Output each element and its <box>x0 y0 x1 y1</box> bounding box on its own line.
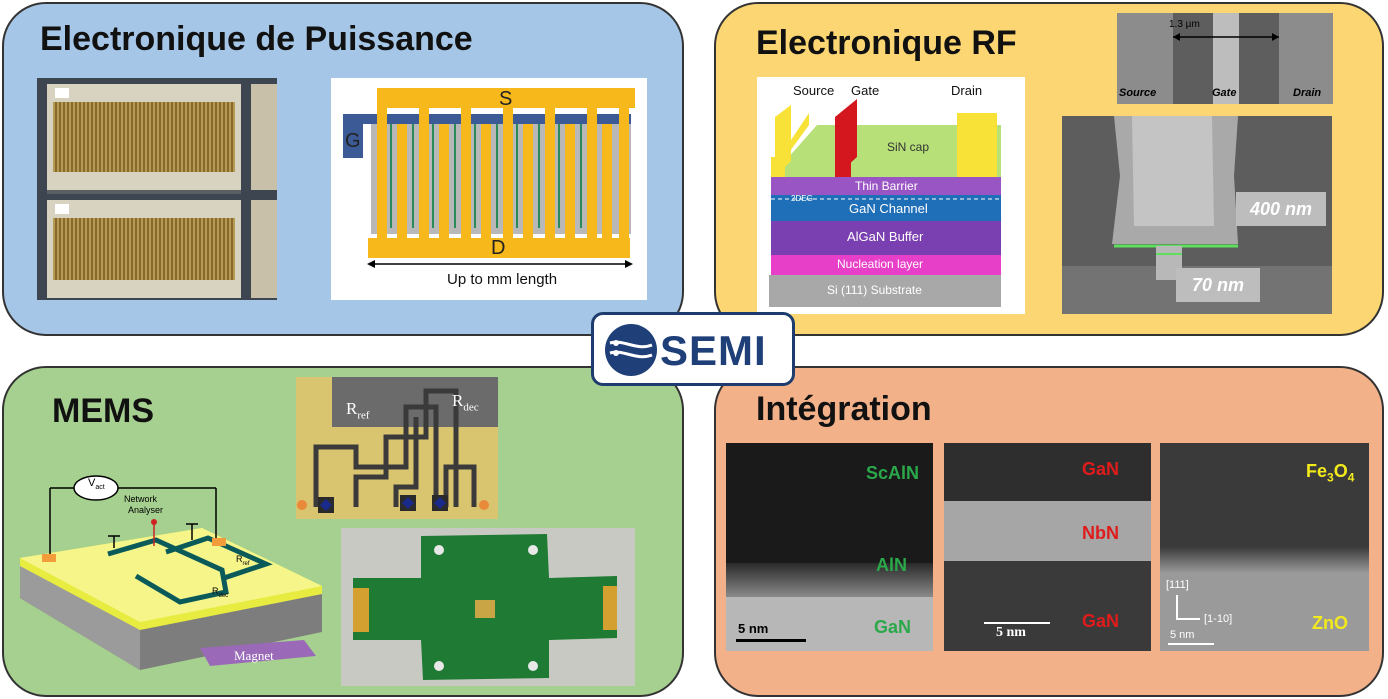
mems-micrograph-svg <box>297 377 498 513</box>
layer-thin-barrier: Thin Barrier <box>855 179 918 193</box>
layer-substrate: Si (111) Substrate <box>827 283 922 297</box>
mems-pcb-photo <box>341 528 635 686</box>
tem3-axis-horizontal <box>1176 618 1200 620</box>
mems-pcb-svg <box>353 534 617 680</box>
micrograph-rref-label: Rref <box>346 399 370 422</box>
layer-nucleation: Nucleation layer <box>837 257 924 271</box>
hemt-stack-svg <box>769 99 1001 307</box>
tem1-scale-label: 5 nm <box>738 621 769 636</box>
tem1-aln-label: AlN <box>876 555 907 575</box>
semi-logo: SEMI <box>591 312 795 386</box>
hemt-layer-stack: Source Gate Drain SiN cap Thin Barrier 2… <box>757 77 1025 314</box>
schematic-rref-label: Rref <box>236 554 250 567</box>
drain-label: D <box>491 237 506 259</box>
sem-gate-label: Gate <box>1212 87 1237 99</box>
analyser-label-1: Network <box>124 494 158 504</box>
tem2-gan-bottom-label: GaN <box>1082 611 1120 631</box>
stack-gate-label: Gate <box>851 83 880 98</box>
stack-source-label: Source <box>793 83 835 98</box>
mems-schematic: Vact Network Analyser Rref Rdec Magnet <box>16 468 324 678</box>
tem3-fe3o4-label: Fe3O4 <box>1306 461 1355 485</box>
stack-drain-label: Drain <box>951 83 983 98</box>
tem-image-fe3o4: Fe3O4 [111] [1-10] 5 nm ZnO <box>1160 443 1369 651</box>
vact-label: Vact <box>88 477 105 492</box>
tem2-scale-bar <box>984 622 1050 624</box>
sem-tgate-image: 400 nm 70 nm <box>1062 116 1332 314</box>
mems-micrograph: Rref Rdec <box>296 377 498 519</box>
tem1-scaln-label: ScAlN <box>866 463 920 483</box>
source-label: S <box>499 88 513 110</box>
power-die-photo <box>37 78 277 300</box>
semi-logo-text: SEMI <box>660 327 767 374</box>
tem-image-nbn: GaN NbN GaN 5 nm <box>944 443 1151 651</box>
tem2-scale-label: 5 nm <box>996 625 1026 640</box>
tem-image-scaln: ScAlN AlN GaN 5 nm <box>726 443 933 651</box>
tem1-gan-label: GaN <box>874 617 912 637</box>
sem-drain-label: Drain <box>1293 87 1322 99</box>
rf-panel-title: Electronique RF <box>756 24 1017 62</box>
sem-top-svg <box>1117 13 1333 104</box>
schematic-rdec-label: Rdec <box>212 586 229 599</box>
sem-scale-label: 1.3 µm <box>1169 19 1200 30</box>
tem3-direction-111: [111] <box>1166 579 1189 591</box>
length-caption: Up to mm length <box>447 271 558 288</box>
semi-logo-icon <box>605 324 657 376</box>
magnet-label: Magnet <box>234 648 274 663</box>
tem3-scale-bar <box>1168 643 1214 645</box>
layer-2deg: 2DEG <box>791 194 813 203</box>
power-transistor-diagram: S G D Up to mm length <box>331 78 647 300</box>
layer-sin-cap: SiN cap <box>887 140 930 154</box>
tem3-axis-vertical <box>1176 595 1178 619</box>
tem1-scale-bar <box>736 639 806 642</box>
sem-400nm-label: 400 nm <box>1236 192 1326 226</box>
gate-label: G <box>345 130 361 152</box>
mems-schematic-svg <box>20 475 322 670</box>
tem2-gan-top-label: GaN <box>1082 459 1120 479</box>
tem3-direction-110: [1-10] <box>1204 613 1233 625</box>
power-panel-title: Electronique de Puissance <box>40 20 473 58</box>
sem-source-label: Source <box>1119 87 1157 99</box>
power-transistor-svg <box>343 88 635 268</box>
layer-gan-channel: GaN Channel <box>849 201 928 216</box>
sem-70nm-label: 70 nm <box>1176 268 1260 302</box>
micrograph-rdec-label: Rdec <box>452 391 479 414</box>
sem-top-view: 1.3 µm Source Gate Drain <box>1117 13 1333 104</box>
tem3-zno-label: ZnO <box>1312 613 1348 633</box>
tem3-scale-label: 5 nm <box>1170 629 1195 641</box>
tem2-nbn-label: NbN <box>1082 523 1119 543</box>
analyser-label-2: Analyser <box>128 505 164 515</box>
integration-panel-title: Intégration <box>756 390 932 428</box>
mems-panel-title: MEMS <box>52 392 154 430</box>
layer-algan-buffer: AlGaN Buffer <box>847 229 924 244</box>
